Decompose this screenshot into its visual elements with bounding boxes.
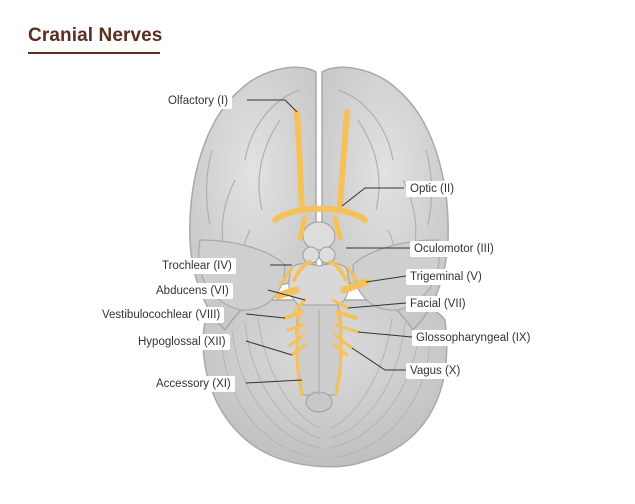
leader-olfactory <box>247 99 298 113</box>
leader-optic <box>341 187 404 207</box>
label-optic: Optic (II) <box>406 181 459 197</box>
label-oculomotor: Oculomotor (III) <box>410 241 498 257</box>
label-trochlear: Trochlear (IV) <box>158 258 236 274</box>
label-abducens: Abducens (VI) <box>152 283 233 299</box>
leader-lines <box>245 99 413 384</box>
leader-facial <box>347 302 407 309</box>
leader-abducens <box>267 289 306 301</box>
leader-trigeminal <box>365 275 407 283</box>
label-vestibulocochlear: Vestibulocochlear (VIII) <box>98 307 225 323</box>
title-underline <box>28 52 160 54</box>
label-trigeminal: Trigeminal (V) <box>406 269 486 285</box>
leader-hypoglossal <box>245 340 293 356</box>
label-glossopharyngeal: Glossopharyngeal (IX) <box>412 330 535 346</box>
cranial-nerves <box>272 109 370 397</box>
page-title: Cranial Nerves <box>28 25 163 46</box>
leader-accessory <box>245 379 303 384</box>
leader-vagus <box>351 347 406 371</box>
leader-glossopharyngeal <box>357 331 413 338</box>
label-olfactory: Olfactory (I) <box>164 93 233 109</box>
label-accessory: Accessory (XI) <box>152 376 235 392</box>
label-hypoglossal: Hypoglossal (XII) <box>134 334 230 350</box>
label-facial: Facial (VII) <box>406 296 470 312</box>
leader-vestibulocochlear <box>245 313 286 319</box>
label-vagus: Vagus (X) <box>406 363 465 379</box>
